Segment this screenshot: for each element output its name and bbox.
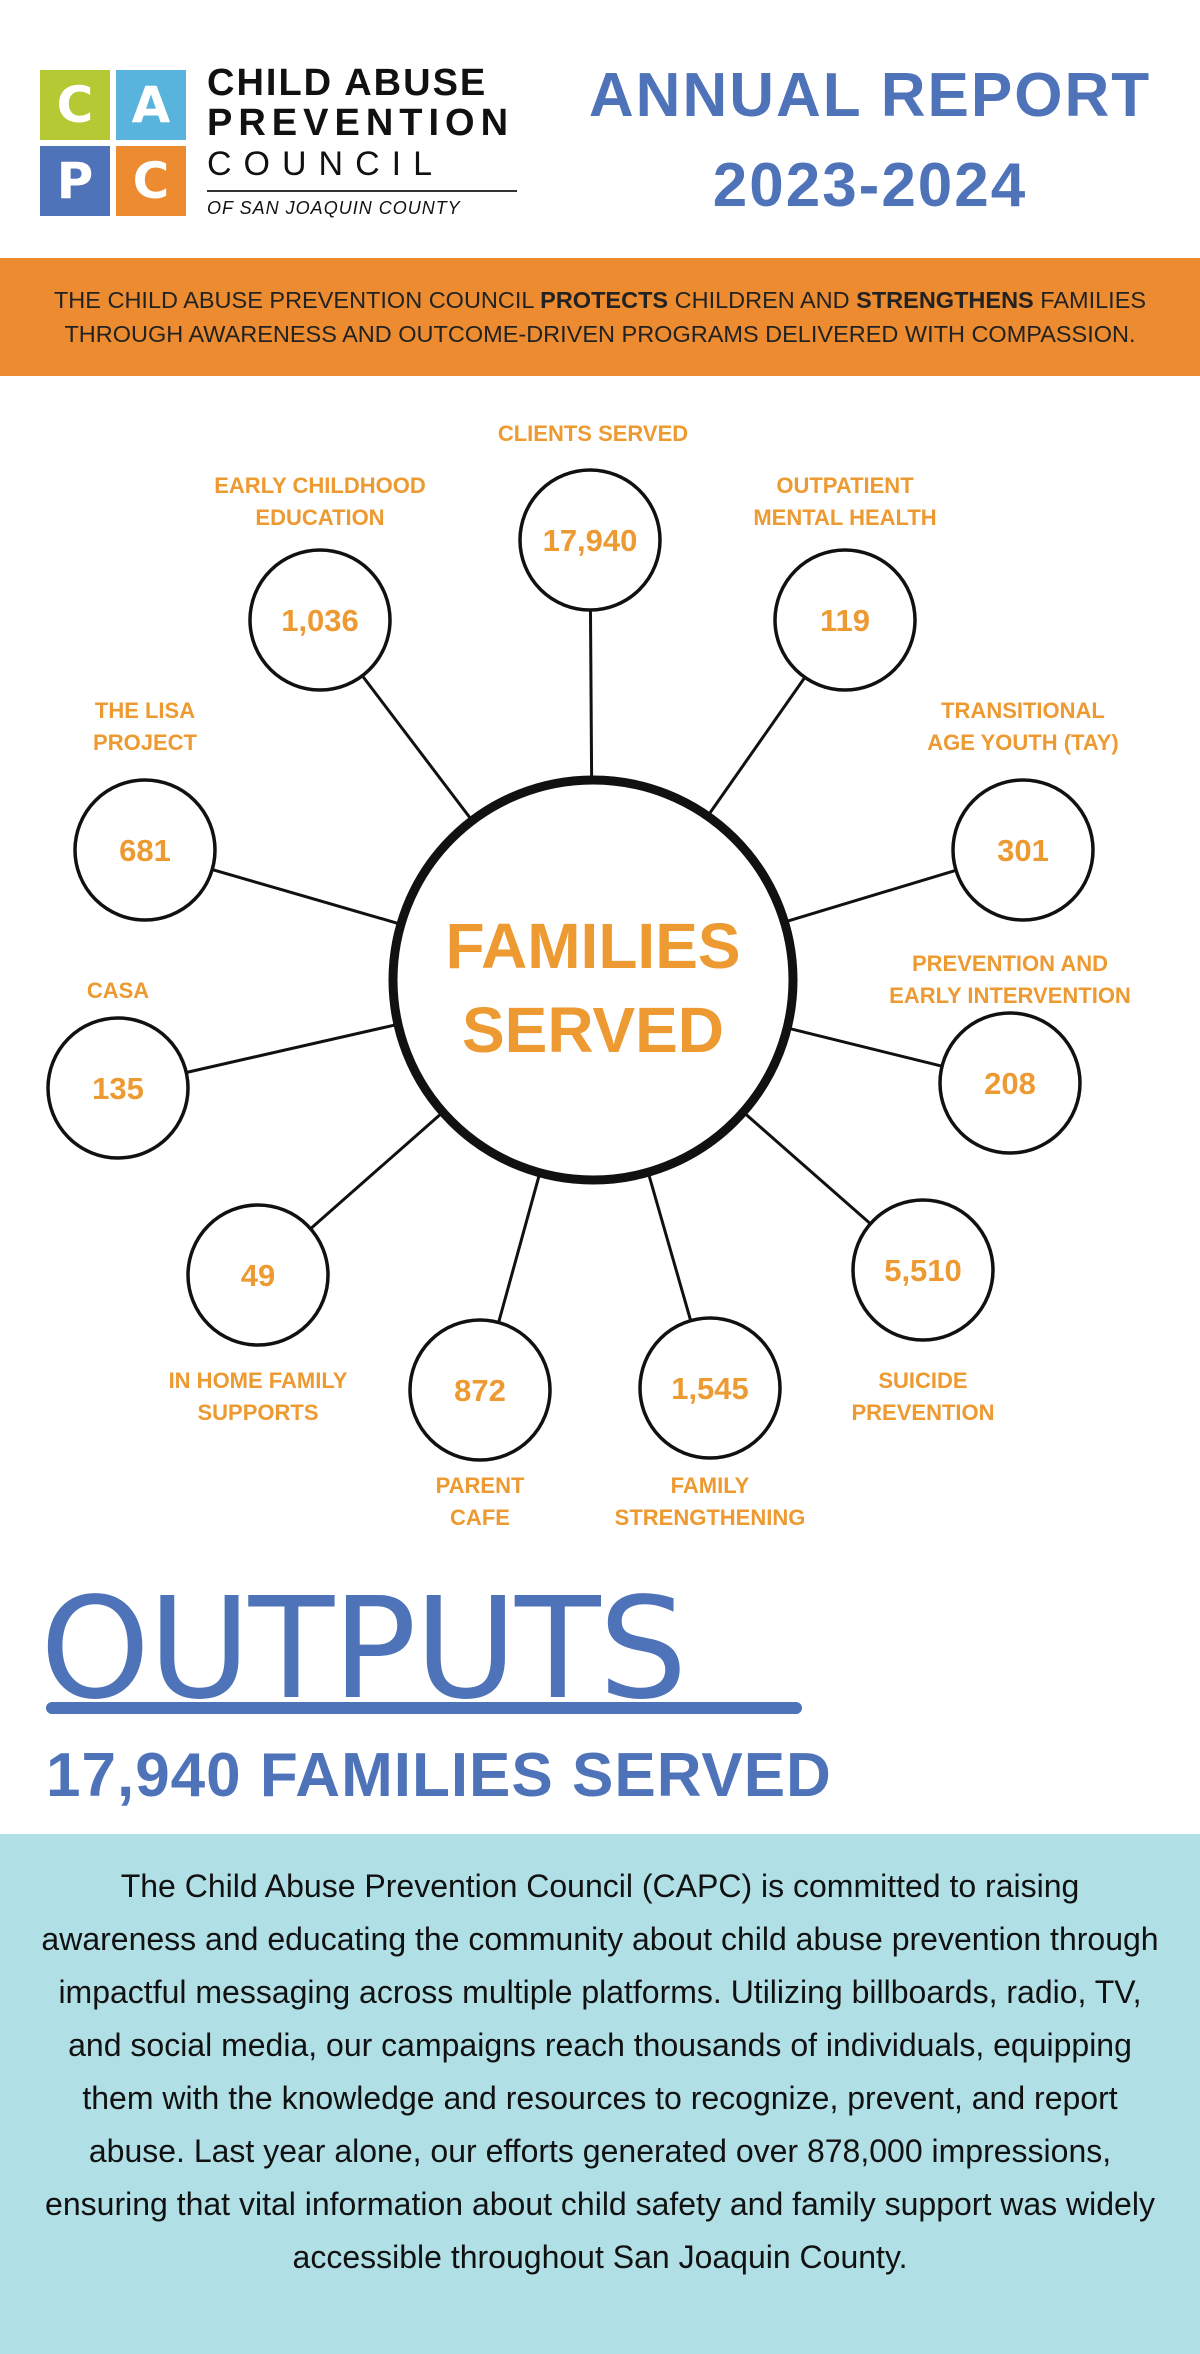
connector-line — [742, 1110, 872, 1225]
program-value: 135 — [92, 1071, 144, 1106]
mission-banner: THE CHILD ABUSE PREVENTION COUNCIL PROTE… — [0, 258, 1200, 376]
program-label-line: MENTAL HEALTH — [753, 505, 937, 530]
hub-title-line-1: FAMILIES — [445, 910, 740, 982]
logo-tile-c1: C — [40, 70, 110, 140]
program-label-line: OUTPATIENT — [776, 473, 914, 498]
program-label-line: PREVENTION AND — [912, 951, 1108, 976]
program-value: 1,036 — [281, 603, 359, 638]
mission-text: CHILDREN AND — [668, 287, 857, 313]
connector-line — [706, 676, 807, 818]
program-value: 301 — [997, 833, 1049, 868]
org-name-line-3: COUNCIL — [207, 145, 445, 183]
mission-emphasis-protects: PROTECTS — [540, 287, 669, 313]
program-value: 5,510 — [884, 1253, 962, 1288]
families-served-diagram: FAMILIES SERVED 17,940 1,036 119 681 301 135 208… — [0, 400, 1200, 1550]
program-label: OUTPATIENT MENTAL HEALTH — [695, 470, 995, 534]
program-label-line: EARLY CHILDHOOD — [214, 473, 426, 498]
mission-emphasis-strengthens: STRENGTHENS — [856, 287, 1034, 313]
program-node-circle — [73, 778, 217, 922]
report-title: ANNUAL REPORT — [588, 61, 1152, 130]
connector-line — [309, 1111, 444, 1230]
program-label-line: PARENT — [435, 1473, 525, 1498]
outputs-underline — [46, 1702, 802, 1714]
program-node-circle — [638, 1316, 782, 1460]
program-label: EARLY CHILDHOOD EDUCATION — [170, 470, 470, 534]
program-node-circle — [951, 778, 1095, 922]
program-label: PARENT CAFE — [330, 1470, 630, 1534]
connector-line — [361, 674, 474, 822]
connector-line — [497, 1172, 542, 1323]
program-node-circle — [851, 1198, 995, 1342]
program-label-line: CLIENTS SERVED — [497, 421, 689, 446]
program-node-circle — [248, 548, 392, 692]
connector-line — [784, 868, 957, 924]
program-label: CASA — [0, 975, 268, 1007]
program-label: FAMILY STRENGTHENING — [560, 1470, 860, 1534]
program-node-circle — [773, 548, 917, 692]
description-panel: The Child Abuse Prevention Council (CAPC… — [0, 1834, 1200, 2354]
program-value: 17,940 — [543, 523, 638, 558]
program-label-line: TRANSITIONAL — [941, 698, 1105, 723]
program-label: CLIENTS SERVED — [443, 418, 743, 450]
report-years: 2023-2024 — [712, 151, 1028, 220]
program-node-circle — [518, 468, 662, 612]
program-node-circle — [938, 1011, 1082, 1155]
org-name-divider — [207, 190, 517, 192]
program-label: TRANSITIONAL AGE YOUTH (TAY) — [873, 695, 1173, 759]
program-label-line: EARLY INTERVENTION — [889, 983, 1131, 1008]
program-value: 872 — [454, 1373, 506, 1408]
program-label-line: EDUCATION — [255, 505, 385, 530]
hub-title-line-2: SERVED — [462, 994, 724, 1066]
connector-line — [211, 868, 402, 926]
program-label-line: SUICIDE — [878, 1368, 968, 1393]
program-label-line: SUPPORTS — [197, 1400, 319, 1425]
program-label-line: CAFE — [450, 1505, 510, 1530]
mission-line-2: THROUGH AWARENESS AND OUTCOME-DRIVEN PRO… — [64, 321, 1136, 347]
logo-tile-a: A — [116, 70, 186, 140]
program-label-line: THE LISA — [94, 698, 196, 723]
families-served-total: 17,940 FAMILIES SERVED — [46, 1741, 832, 1810]
outputs-heading: OUTPUTS — [40, 1568, 687, 1731]
program-label-line: FAMILY — [670, 1473, 750, 1498]
connector-line — [646, 1171, 693, 1322]
connector-line — [185, 1022, 399, 1074]
description-paragraph: The Child Abuse Prevention Council (CAPC… — [41, 1868, 1159, 2275]
program-label-line: CASA — [86, 978, 150, 1003]
diagram-graphic: FAMILIES SERVED 17,940 1,036 119 681 301 135 208… — [46, 468, 1095, 1462]
program-value: 208 — [984, 1066, 1036, 1101]
org-county-line: OF SAN JOAQUIN COUNTY — [207, 198, 461, 218]
logo-tile-p: P — [40, 146, 110, 216]
program-label-line: STRENGTHENING — [614, 1505, 806, 1530]
program-node-circle — [46, 1016, 190, 1160]
mission-line-1: THE CHILD ABUSE PREVENTION COUNCIL PROTE… — [54, 283, 1146, 317]
logo-tile-c2: C — [116, 146, 186, 216]
program-value: 1,545 — [671, 1371, 749, 1406]
hub-circle — [388, 775, 798, 1185]
capc-logo: C A P C — [40, 70, 186, 216]
program-label-line: IN HOME FAMILY — [168, 1368, 348, 1393]
mission-text: THE CHILD ABUSE PREVENTION COUNCIL — [53, 287, 541, 313]
program-node-circle — [408, 1318, 552, 1462]
connector-line — [588, 609, 594, 781]
program-node-circle — [186, 1203, 330, 1347]
program-value: 49 — [241, 1258, 275, 1293]
program-label-line: PREVENTION — [851, 1400, 995, 1425]
program-label: PREVENTION AND EARLY INTERVENTION — [860, 948, 1160, 1012]
org-name-line-2: PREVENTION — [207, 102, 515, 144]
program-value: 119 — [820, 603, 870, 638]
program-label-line: AGE YOUTH (TAY) — [927, 730, 1119, 755]
program-label: SUICIDE PREVENTION — [773, 1365, 1073, 1429]
connector-line — [786, 1026, 943, 1068]
program-label: THE LISA PROJECT — [0, 695, 295, 759]
program-value: 681 — [119, 833, 171, 868]
program-label: IN HOME FAMILY SUPPORTS — [108, 1365, 408, 1429]
mission-text: FAMILIES — [1033, 287, 1147, 313]
org-name-line-1: CHILD ABUSE — [207, 62, 488, 104]
program-label-line: PROJECT — [93, 730, 197, 755]
